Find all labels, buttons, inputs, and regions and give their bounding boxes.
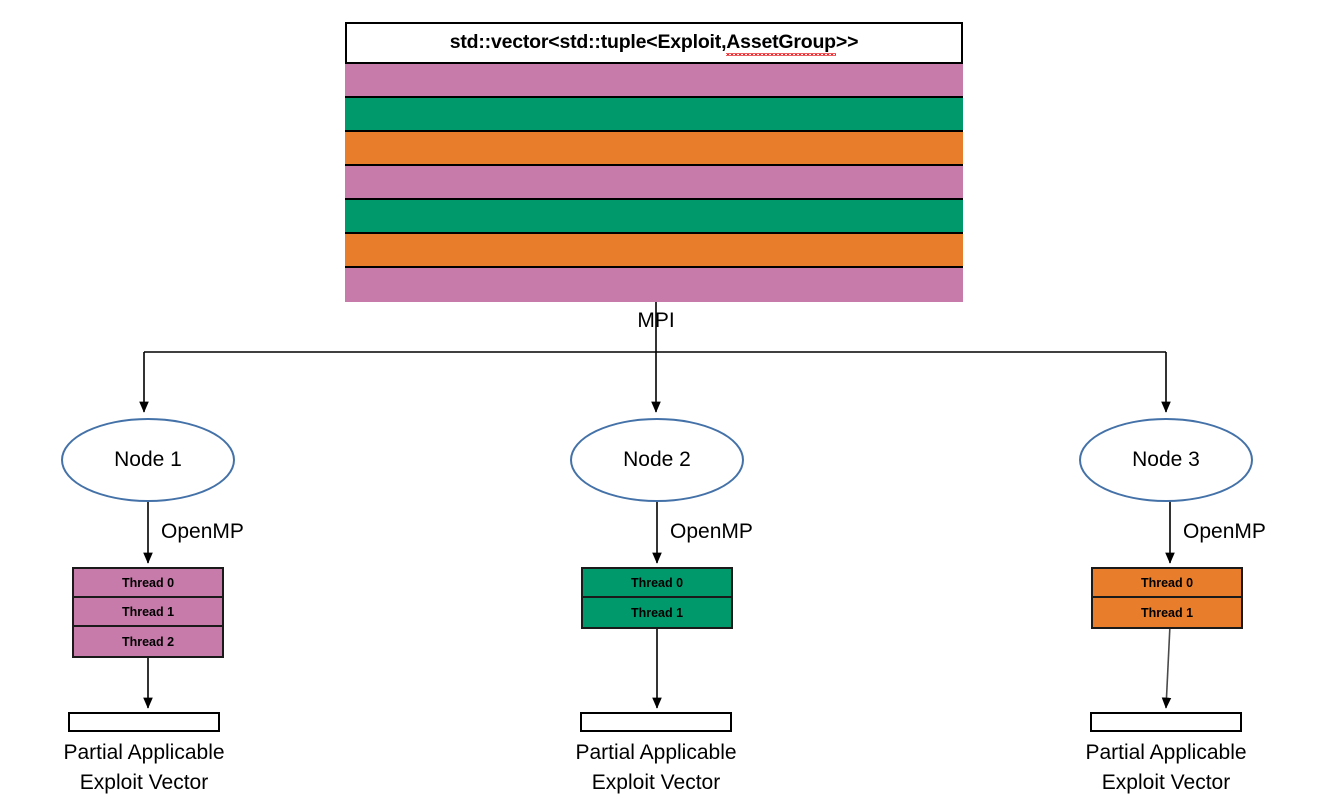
thread-cell: Thread 2: [74, 627, 222, 656]
result-caption-node-1: Partial Applicable Exploit Vector: [0, 738, 294, 798]
result-rect-node-2: [580, 712, 732, 732]
result-caption-node-3: Partial Applicable Exploit Vector: [1016, 738, 1316, 798]
vector-band-3: [345, 164, 963, 198]
vector-band-6: [345, 266, 963, 302]
result-caption-line-2: Exploit Vector: [1101, 771, 1231, 794]
vector-title-suffix: >>: [835, 30, 859, 53]
mpi-label: MPI: [637, 309, 675, 332]
vector-band-2: [345, 130, 963, 164]
thread-cell: Thread 0: [74, 569, 222, 598]
result-caption-node-2: Partial Applicable Exploit Vector: [506, 738, 806, 798]
openmp-label-node-2: OpenMP: [670, 520, 753, 543]
thread-cell: Thread 1: [583, 598, 731, 627]
result-caption-line-1: Partial Applicable: [63, 741, 225, 764]
node-ellipse-node-1[interactable]: Node 1: [61, 418, 235, 502]
thread-cell: Thread 1: [74, 598, 222, 627]
vector-band-5: [345, 232, 963, 266]
thread-cell: Thread 0: [1093, 569, 1241, 598]
vector-band-1: [345, 96, 963, 130]
thread-stack-node-2: Thread 0 Thread 1: [581, 567, 733, 629]
thread-stack-node-1: Thread 0 Thread 1 Thread 2: [72, 567, 224, 658]
node-ellipse-node-2[interactable]: Node 2: [570, 418, 744, 502]
result-caption-line-1: Partial Applicable: [575, 741, 737, 764]
thread-stack-node-3: Thread 0 Thread 1: [1091, 567, 1243, 629]
result-rect-node-3: [1090, 712, 1242, 732]
vector-band-4: [345, 198, 963, 232]
vector-title-prefix: std::vector<std::tuple<Exploit,: [449, 30, 727, 53]
node-label-node-2: Node 2: [623, 448, 691, 471]
node-ellipse-node-3[interactable]: Node 3: [1079, 418, 1253, 502]
thread-cell: Thread 0: [583, 569, 731, 598]
result-caption-line-2: Exploit Vector: [79, 771, 209, 794]
node-label-node-3: Node 3: [1132, 448, 1200, 471]
vector-title-spellcheck-word: AssetGroup: [726, 30, 836, 56]
result-caption-line-2: Exploit Vector: [591, 771, 721, 794]
openmp-label-node-1: OpenMP: [161, 520, 244, 543]
openmp-label-node-3: OpenMP: [1183, 520, 1266, 543]
thread-cell: Thread 1: [1093, 598, 1241, 627]
master-vector-title: std::vector<std::tuple<Exploit, AssetGro…: [345, 22, 963, 62]
result-rect-node-1: [68, 712, 220, 732]
node-label-node-1: Node 1: [114, 448, 182, 471]
result-arrow-node-3: [1161, 624, 1172, 709]
result-caption-line-1: Partial Applicable: [1085, 741, 1247, 764]
vector-band-0: [345, 62, 963, 96]
